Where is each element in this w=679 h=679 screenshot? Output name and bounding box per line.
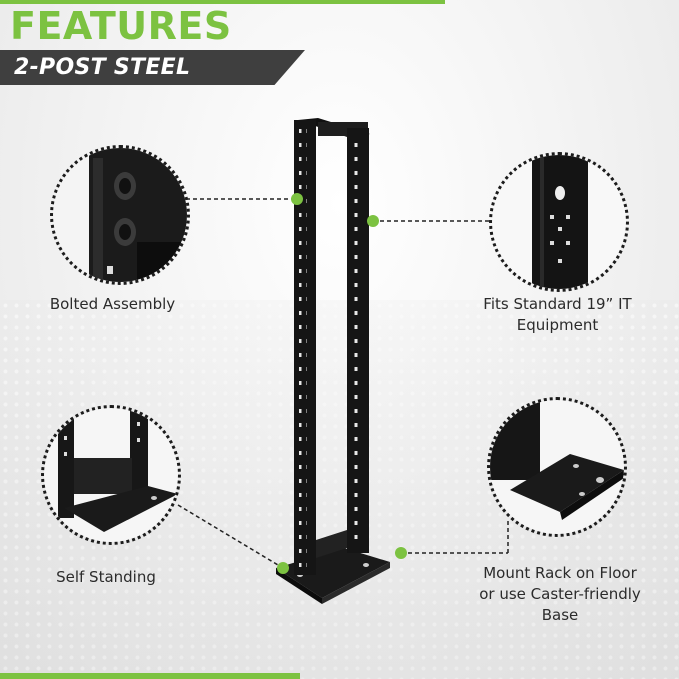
label-mount-line2: or use Caster-friendly xyxy=(479,585,641,603)
callout-dot-self-standing xyxy=(277,562,289,574)
label-mount-line3: Base xyxy=(541,606,579,624)
mount-floor-ring xyxy=(487,397,627,537)
subtitle-banner xyxy=(0,50,305,85)
label-fits-line1: Fits Standard 19” IT xyxy=(483,295,632,313)
callout-dot-bolted xyxy=(291,193,303,205)
top-accent-line xyxy=(0,0,445,4)
fits-standard-ring xyxy=(489,152,629,292)
callout-dot-mount xyxy=(395,547,407,559)
page-title: FEATURES xyxy=(10,4,232,48)
label-mount-floor: Mount Rack on Floor or use Caster-friend… xyxy=(450,563,670,626)
callout-dot-fits xyxy=(367,215,379,227)
label-mount-line1: Mount Rack on Floor xyxy=(483,564,637,582)
label-bolted-assembly: Bolted Assembly xyxy=(49,295,176,313)
label-fits-line2: Equipment xyxy=(516,316,599,334)
bottom-accent-line xyxy=(0,673,300,679)
self-standing-ring xyxy=(41,405,181,545)
bolted-assembly-ring xyxy=(50,145,190,285)
label-fits-standard: Fits Standard 19” IT Equipment xyxy=(455,294,660,336)
label-self-standing: Self Standing xyxy=(56,568,156,586)
page-subtitle: 2-POST STEEL xyxy=(14,55,191,80)
